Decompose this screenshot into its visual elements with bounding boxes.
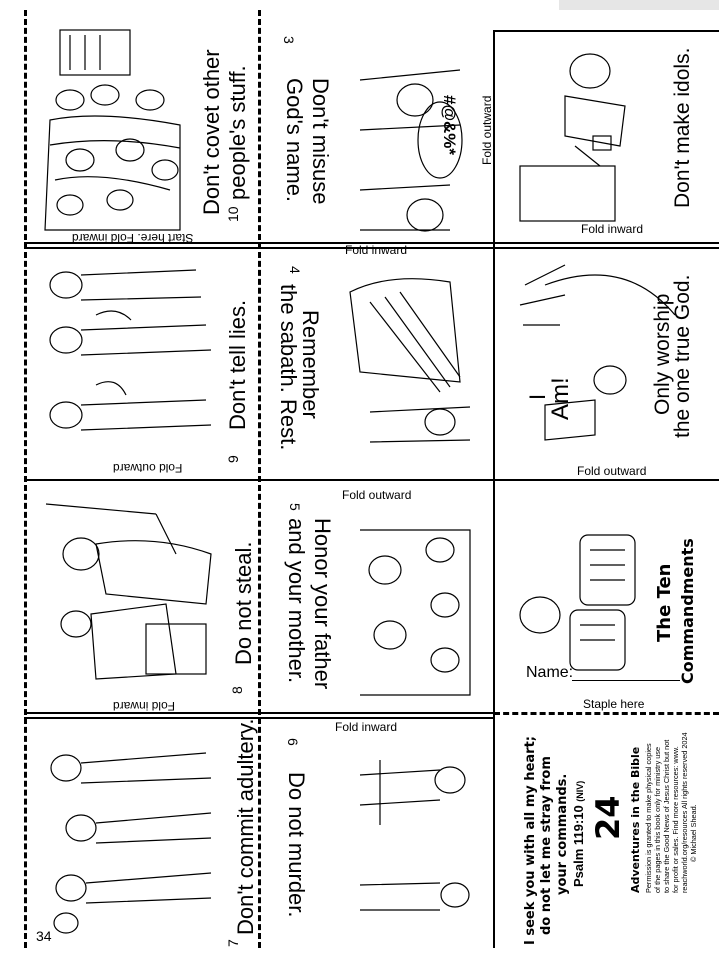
permission-line4: for profit or sales. Find more resources…	[671, 746, 680, 893]
honor-parents-illustration	[360, 529, 471, 696]
cover-title-line2: Commandments	[678, 538, 697, 684]
panel-10-line1: Don't covet other	[199, 49, 224, 215]
verse-reference: Psalm 119:10 (NIV)	[571, 780, 586, 887]
verse-line3: your commands.	[555, 773, 570, 895]
murder-illustration	[359, 760, 470, 911]
row-divider-2	[24, 479, 719, 481]
reference-text: Psalm 119:10	[571, 805, 586, 887]
fold-inward-col2a: Fold inward	[345, 243, 408, 257]
fold-outward-col2b: Fold outward	[342, 488, 412, 502]
issue-number: 24	[589, 795, 627, 840]
permission-line1: Permission is granted to make physical c…	[644, 743, 653, 893]
version-text: (NIV)	[575, 780, 585, 802]
fold-outward-col3: Fold outward	[577, 464, 647, 478]
panel-8-line1: Do not steal.	[231, 541, 256, 665]
top-scroll-strip	[559, 0, 719, 10]
page-number: 34	[36, 928, 52, 944]
panel-10-line2: people's stuff.	[225, 65, 250, 200]
panel-5-number: 5	[287, 503, 303, 511]
coveting-crowd-illustration	[44, 29, 181, 231]
thief-illustration	[45, 503, 212, 680]
panel-9-line1: Don't tell lies.	[225, 299, 250, 430]
panel-1-speech2: Am!	[547, 377, 574, 420]
panel-9-number: 9	[225, 455, 241, 463]
permission-line3: to share the Good News of Jesus Christ b…	[662, 739, 671, 893]
permission-line2: of the pages in this book only for minis…	[653, 746, 662, 893]
misuse-name-illustration	[359, 69, 463, 232]
panel-2-line1: Don't make idols.	[671, 47, 694, 208]
staple-here-label: Staple here	[583, 697, 645, 711]
name-blank-line	[572, 680, 680, 681]
panel-4-number: 4	[287, 266, 303, 274]
fold-inward-col2c: Fold inward	[335, 720, 398, 734]
worship-illustration	[519, 264, 676, 441]
fold-outward-col1: Fold outward	[113, 461, 183, 475]
top-right-border	[494, 30, 719, 32]
series-title: Adventures in the Bible	[629, 746, 642, 893]
row-divider-3	[24, 712, 494, 719]
start-here-label: Start here. Fold inward	[72, 231, 194, 245]
fold-inward-col1: Fold inward	[113, 699, 176, 713]
panel-1-speech1: I	[525, 393, 550, 400]
fold-line-right	[493, 30, 495, 948]
adultery-illustration	[50, 752, 212, 934]
verse-line1: I seek you with all my heart;	[523, 736, 538, 945]
panel-8-number: 8	[229, 686, 245, 694]
fold-inward-col3: Fold inward	[581, 222, 644, 236]
permission-line6: © Michael Shead.	[689, 804, 698, 862]
permission-line5: reachworld.org/resources All rights rese…	[680, 732, 689, 893]
idol-maker-illustration	[519, 53, 626, 222]
panel-5-line2: and your mother.	[284, 518, 309, 684]
panel-3-line2: God's name.	[282, 78, 307, 203]
panel-3-number: 3	[281, 36, 297, 44]
panel-1-line2: the one true God.	[671, 274, 694, 438]
cover-title-line1: The Ten	[654, 563, 675, 642]
panel-4-line1: Remember	[298, 310, 323, 419]
moses-tablets-illustration	[519, 534, 636, 671]
panel-6-number: 6	[285, 738, 301, 746]
panel-6-line1: Do not murder.	[284, 772, 309, 918]
sabbath-rest-illustration	[349, 278, 471, 443]
fold-outward-top: Fold outward	[480, 95, 494, 165]
panel-3-speech: #@&%*	[440, 95, 459, 156]
verse-line2: do not let me stray from	[539, 756, 554, 935]
row-divider-1	[24, 242, 719, 249]
panel-7-number: 7	[225, 939, 241, 947]
row-divider-3-dashed	[494, 712, 719, 715]
liars-illustration	[49, 269, 212, 431]
panel-3-line1: Don't misuse	[308, 78, 333, 205]
panel-4-line2: the sabath. Rest.	[276, 284, 301, 451]
name-label: Name:	[526, 664, 574, 681]
panel-10-number: 10	[225, 206, 241, 222]
panel-5-line1: Honor your father	[310, 518, 335, 690]
panel-7-line1: Don't commit adultery.	[233, 718, 258, 935]
